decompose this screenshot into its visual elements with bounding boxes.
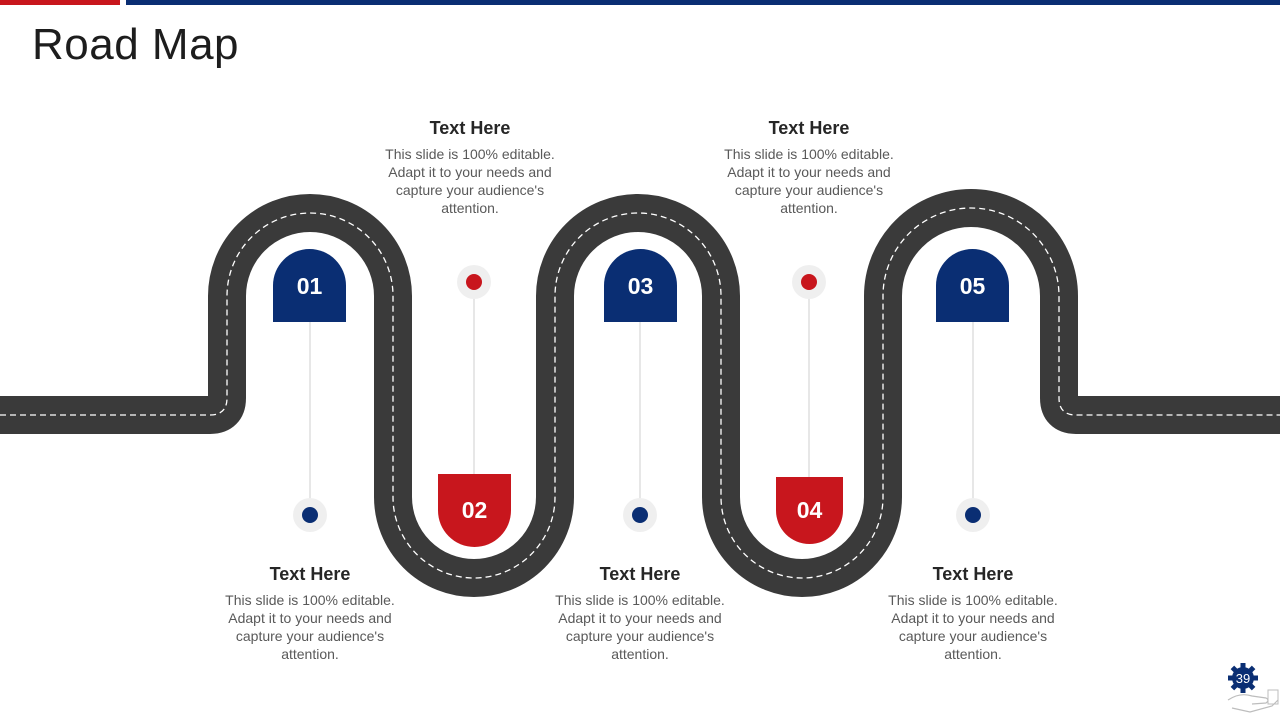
dot-04 bbox=[792, 265, 826, 299]
milestone-text-02: Text Here This slide is 100% editable. A… bbox=[380, 118, 560, 217]
road-center-line bbox=[0, 207, 1280, 579]
top-accent-bar-red bbox=[0, 0, 120, 5]
dot-02 bbox=[457, 265, 491, 299]
milestone-marker-05: 05 bbox=[936, 249, 1009, 322]
page-number: 39 bbox=[1235, 670, 1251, 686]
dot-03 bbox=[623, 498, 657, 532]
milestone-heading-03: Text Here bbox=[599, 564, 681, 584]
milestone-marker-04: 04 bbox=[776, 477, 843, 544]
milestone-text-01: Text Here This slide is 100% editable. A… bbox=[220, 564, 400, 663]
milestone-heading-01: Text Here bbox=[269, 564, 351, 584]
milestone-heading-04: Text Here bbox=[768, 118, 850, 138]
dot-05 bbox=[956, 498, 990, 532]
dot-01 bbox=[293, 498, 327, 532]
milestone-text-05: Text Here This slide is 100% editable. A… bbox=[883, 564, 1063, 663]
page-title: Road Map bbox=[32, 20, 240, 69]
milestone-text-04: Text Here This slide is 100% editable. A… bbox=[719, 118, 899, 217]
milestone-marker-02: 02 bbox=[438, 474, 511, 547]
milestone-text-03: Text Here This slide is 100% editable. A… bbox=[550, 564, 730, 663]
milestone-heading-05: Text Here bbox=[932, 564, 1014, 584]
milestone-body-05: This slide is 100% editable. Adapt it to… bbox=[888, 592, 1058, 662]
milestone-marker-01: 01 bbox=[273, 249, 346, 322]
gear-hand-icon bbox=[1227, 663, 1279, 713]
milestone-heading-02: Text Here bbox=[429, 118, 511, 138]
milestone-body-03: This slide is 100% editable. Adapt it to… bbox=[555, 592, 725, 662]
top-accent-bar-blue bbox=[126, 0, 1280, 5]
milestone-body-02: This slide is 100% editable. Adapt it to… bbox=[385, 146, 555, 216]
milestone-marker-03: 03 bbox=[604, 249, 677, 322]
milestone-body-01: This slide is 100% editable. Adapt it to… bbox=[225, 592, 395, 662]
milestone-body-04: This slide is 100% editable. Adapt it to… bbox=[724, 146, 894, 216]
